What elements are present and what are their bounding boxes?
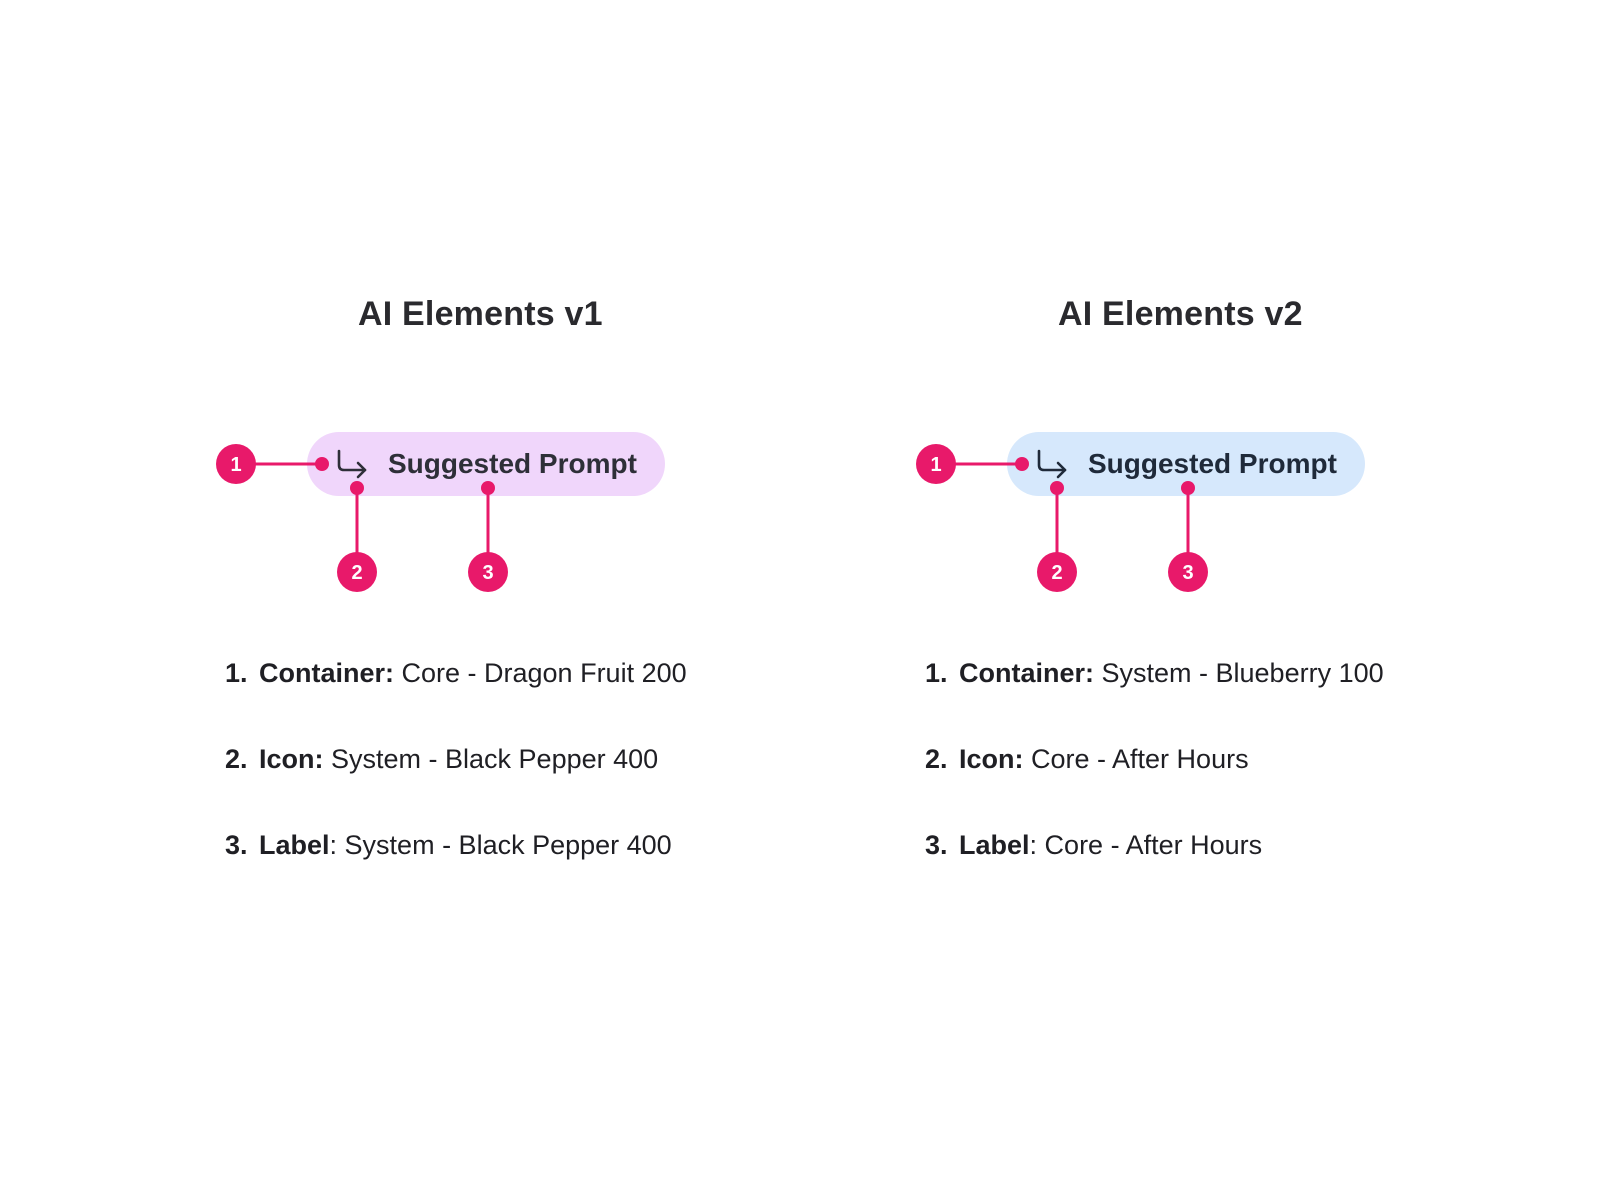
marker-3	[1168, 552, 1208, 592]
suggested-prompt-chip[interactable]: Suggested Prompt	[307, 432, 665, 496]
legend-number: 2.	[225, 744, 248, 774]
legend-key: Label	[959, 830, 1030, 860]
callout-label: 3	[1168, 481, 1208, 592]
panel-v2: AI Elements v2 Suggested Prompt 1 2 3	[700, 0, 1500, 1200]
callout-icon: 2	[337, 481, 377, 592]
marker-1	[216, 444, 256, 484]
legend-item-container: 1. Container: Core - Dragon Fruit 200	[225, 655, 687, 691]
spec-legend: 1. Container: System - Blueberry 100 2. Ic…	[925, 655, 1384, 913]
legend-key: Label	[259, 830, 330, 860]
marker-3-number: 3	[482, 562, 493, 584]
legend-item-icon: 2. Icon: Core - After Hours	[925, 741, 1384, 777]
legend-number: 2.	[925, 744, 948, 774]
arrow-turn-down-right-icon	[1037, 449, 1067, 479]
legend-item-label: 3. Label: Core - After Hours	[925, 827, 1384, 863]
marker-2	[337, 552, 377, 592]
legend-value: System - Blueberry 100	[1094, 658, 1384, 688]
marker-3-number: 3	[1182, 562, 1193, 584]
suggested-prompt-chip[interactable]: Suggested Prompt	[1007, 432, 1365, 496]
legend-item-label: 3. Label: System - Black Pepper 400	[225, 827, 687, 863]
legend-item-container: 1. Container: System - Blueberry 100	[925, 655, 1384, 691]
legend-value: Core - After Hours	[1037, 830, 1263, 860]
legend-value: System - Black Pepper 400	[337, 830, 672, 860]
legend-number: 3.	[925, 830, 948, 860]
marker-1-number: 1	[930, 454, 941, 476]
chip-label: Suggested Prompt	[1088, 448, 1337, 479]
arrow-turn-down-right-icon	[337, 449, 367, 479]
legend-sep: :	[1029, 830, 1038, 860]
callout-icon: 2	[1037, 481, 1077, 592]
marker-3	[468, 552, 508, 592]
legend-key: Container:	[259, 658, 394, 688]
panel-v1: AI Elements v1 Suggested Prompt 1 2 3	[216, 295, 687, 913]
legend-number: 1.	[225, 658, 248, 688]
marker-1-number: 1	[230, 454, 241, 476]
marker-1	[916, 444, 956, 484]
legend-number: 3.	[225, 830, 248, 860]
legend-sep: :	[329, 830, 338, 860]
legend-key: Icon:	[259, 744, 324, 774]
legend-number: 1.	[925, 658, 948, 688]
chip-label: Suggested Prompt	[388, 448, 637, 479]
legend-value: System - Black Pepper 400	[323, 744, 659, 774]
legend-key: Icon:	[959, 744, 1024, 774]
panel-title: AI Elements v1	[358, 295, 603, 333]
legend-value: Core - Dragon Fruit 200	[394, 658, 687, 688]
callout-label: 3	[468, 481, 508, 592]
spec-legend: 1. Container: Core - Dragon Fruit 200 2. I…	[225, 655, 687, 913]
marker-2	[1037, 552, 1077, 592]
panel-title: AI Elements v2	[1058, 295, 1303, 333]
marker-2-number: 2	[1051, 562, 1062, 584]
callout-annotations: 1 2 3	[216, 444, 508, 592]
legend-key: Container:	[959, 658, 1094, 688]
legend-value: Core - After Hours	[1023, 744, 1249, 774]
legend-item-icon: 2. Icon: System - Black Pepper 400	[225, 741, 687, 777]
callout-annotations: 1 2 3	[916, 444, 1208, 592]
marker-2-number: 2	[351, 562, 362, 584]
